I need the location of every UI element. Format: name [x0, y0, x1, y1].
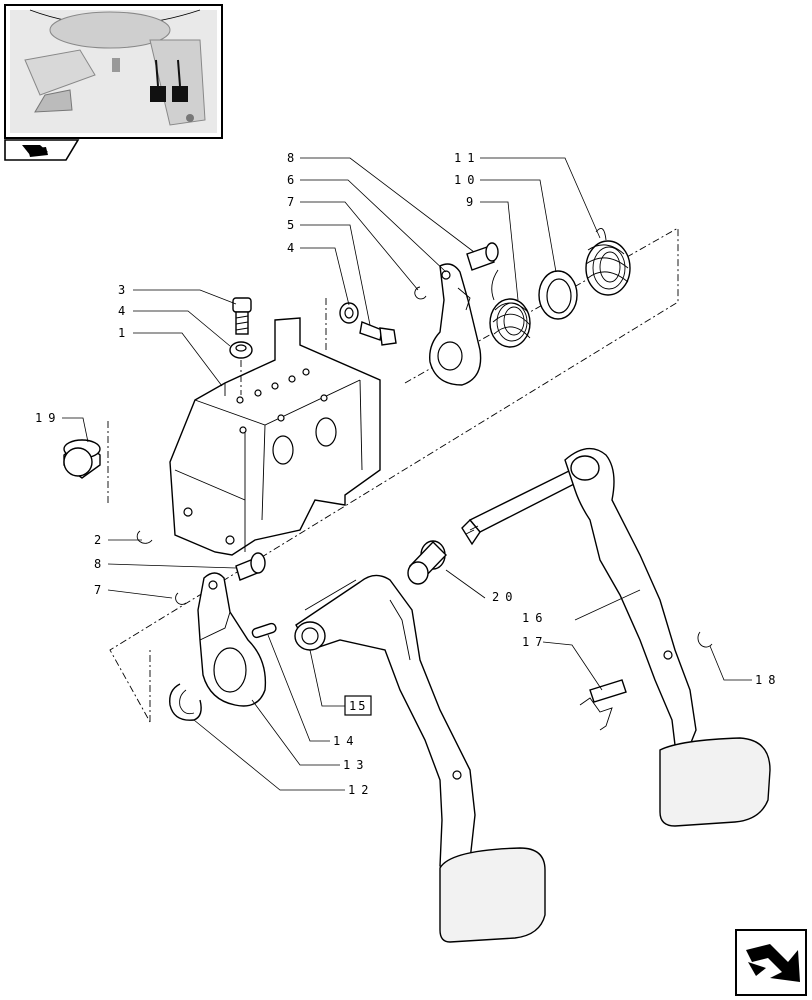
callout-10: 10: [454, 173, 480, 187]
pin-part-14: [251, 622, 277, 639]
callout-8a: 8: [287, 151, 294, 165]
circlip-part-12: [169, 683, 202, 721]
book-tab[interactable]: [4, 139, 80, 161]
book-icon: [22, 145, 48, 157]
callout-18: 18: [755, 673, 781, 687]
callout-9: 9: [466, 195, 473, 209]
washer-part-10: [538, 270, 578, 320]
circlip-part-7a: [414, 286, 427, 300]
callout-11: 11: [454, 151, 480, 165]
bushing-part-20: [407, 540, 447, 585]
lever-part-13: [197, 572, 267, 707]
callout-5: 5: [287, 218, 294, 232]
callout-8b: 8: [94, 557, 101, 571]
location-thumbnail[interactable]: [4, 4, 223, 139]
navigation-arrow-button[interactable]: [735, 929, 807, 996]
callout-15: 15: [349, 699, 367, 713]
circlip-part-2: [136, 530, 153, 544]
washer-part-4a: [229, 341, 253, 359]
callout-15-box: [344, 695, 372, 716]
callout-19: 19: [35, 411, 61, 425]
lever-part-6: [429, 263, 482, 386]
callout-17: 17: [522, 635, 548, 649]
pin-part-17: [579, 679, 627, 731]
navigation-arrow-icon: [746, 944, 800, 982]
spring-part-11: [585, 227, 631, 296]
callout-20: 20: [492, 590, 518, 604]
bolt-part-8a: [466, 242, 499, 271]
shaft-part-16: [461, 447, 771, 827]
callout-7a: 7: [287, 195, 294, 209]
pedal-part-15: [294, 574, 546, 943]
bolt-part-8b: [235, 552, 266, 581]
bolt-part-3: [232, 297, 252, 335]
callout-13: 13: [343, 758, 369, 772]
callout-6: 6: [287, 173, 294, 187]
circlip-part-18: [697, 631, 713, 648]
bolt-part-5: [359, 321, 397, 346]
callout-16: 16: [522, 611, 548, 625]
bracket-part-1: [169, 317, 381, 556]
callout-14: 14: [333, 734, 359, 748]
callout-4a: 4: [118, 304, 125, 318]
callout-7b: 7: [94, 583, 101, 597]
assembly-outline-lines: [107, 227, 679, 723]
leader-lines: [62, 157, 752, 791]
callout-12: 12: [348, 783, 374, 797]
spring-part-9: [489, 269, 531, 348]
bushing-part-19: [63, 439, 101, 479]
callout-3: 3: [118, 283, 125, 297]
callout-labels: 3 4 1 8 6 7 5 4 11 10 9 19 2 8 7 20 16 1…: [35, 151, 781, 797]
circlip-part-7b: [175, 592, 187, 605]
callout-4b: 4: [287, 241, 294, 255]
callout-1: 1: [118, 326, 125, 340]
callout-2: 2: [94, 533, 101, 547]
washer-part-4b: [339, 302, 359, 324]
